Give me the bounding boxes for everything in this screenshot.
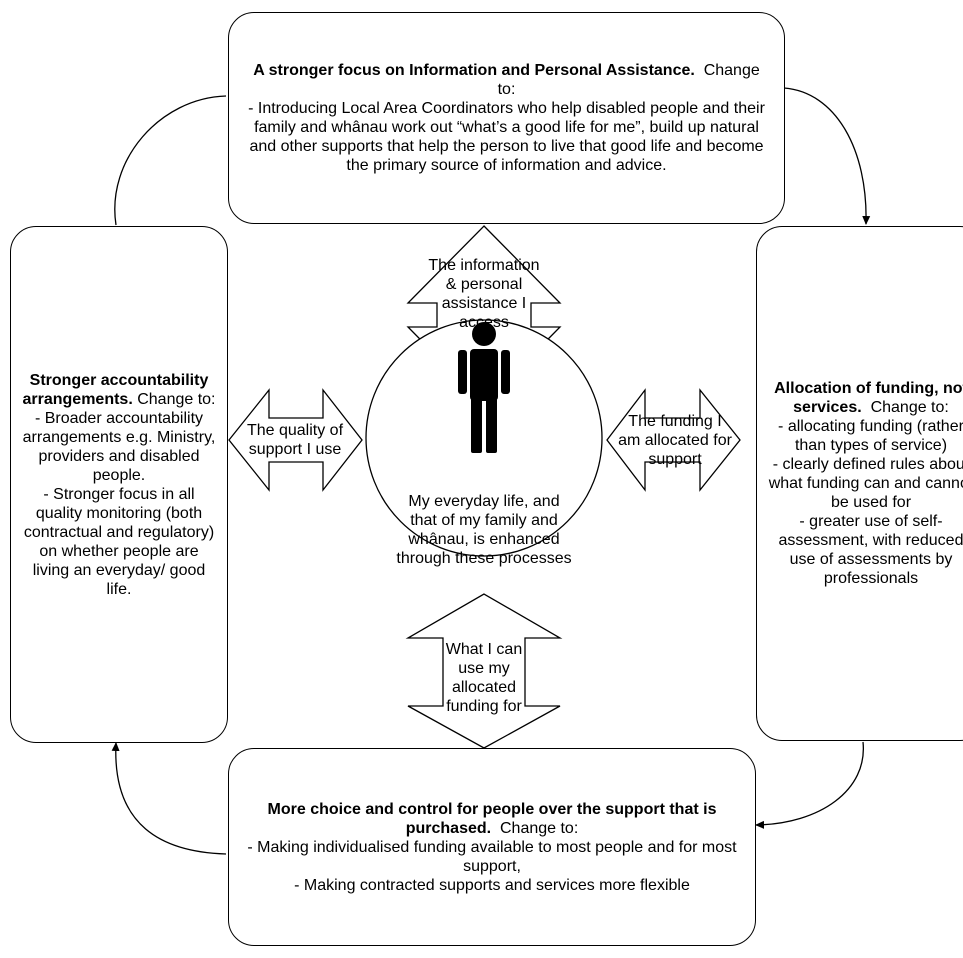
right-box-change: Change to: [870, 399, 949, 416]
arrow-label-top: The information & personal assistance I … [424, 238, 544, 350]
center-text: My everyday life, and that of my family … [396, 480, 572, 580]
arrow-label-left-text: The quality of support I use [246, 422, 344, 458]
left-box-line: - Stronger focus in all quality monitori… [23, 485, 215, 598]
bottom-box-change: Change to: [499, 819, 579, 837]
arrow-label-bottom-text: What I can use my allocated funding for [445, 641, 523, 715]
center-circle [365, 319, 603, 557]
cycle-arrow-top-to-right [783, 87, 871, 225]
arrow-label-top-text: The information & personal assistance I … [428, 257, 540, 331]
left-box-heading: Stronger accountability arrangements. [22, 371, 209, 408]
arrow-label-right: The funding I am allocated for support [618, 413, 732, 468]
left-box-line: - Broader accountability arrangements e.… [22, 409, 216, 484]
right-box-text: Allocation of funding, not services. Cha… [767, 379, 963, 588]
top-box-body: - Introducing Local Area Coordinators wh… [248, 100, 765, 174]
left-box-change: Change to: [137, 390, 216, 408]
right-box-line: - allocating funding (rather than types … [778, 418, 963, 454]
bottom-box-heading: More choice and control for people over … [267, 800, 717, 837]
cycle-arrow-bottom-to-left [111, 742, 227, 855]
left-box-text: Stronger accountability arrangements. Ch… [21, 371, 217, 599]
bottom-box-text: More choice and control for people over … [243, 800, 741, 895]
right-box: Allocation of funding, not services. Cha… [756, 226, 963, 741]
arrow-label-bottom: What I can use my allocated funding for [440, 630, 528, 726]
double-arrow-left [228, 388, 363, 492]
top-box-text: A stronger focus on Information and Pers… [245, 61, 768, 175]
person-icon [458, 322, 510, 453]
bottom-box-line: - Making contracted supports and service… [294, 876, 690, 894]
arrow-label-right-text: The funding I am allocated for support [618, 412, 732, 468]
top-box-heading: A stronger focus on Information and Pers… [253, 62, 695, 79]
center-text-content: My everyday life, and that of my family … [396, 493, 572, 567]
bottom-box: More choice and control for people over … [228, 748, 756, 946]
arrow-label-left: The quality of support I use [228, 418, 362, 462]
bottom-box-line: - Making individualised funding availabl… [247, 838, 737, 875]
left-box: Stronger accountability arrangements. Ch… [10, 226, 228, 743]
right-box-line: - clearly defined rules about what fundi… [768, 456, 963, 511]
right-box-heading: Allocation of funding, not services. [774, 380, 963, 416]
right-box-line: - greater use of self-assessment, with r… [778, 513, 963, 587]
double-arrow-right [606, 388, 741, 492]
top-box-change: Change to: [497, 62, 760, 98]
cycle-arrow-right-to-bottom [755, 741, 864, 829]
top-box: A stronger focus on Information and Pers… [228, 12, 785, 224]
cycle-arrow-left-to-top [114, 95, 227, 226]
